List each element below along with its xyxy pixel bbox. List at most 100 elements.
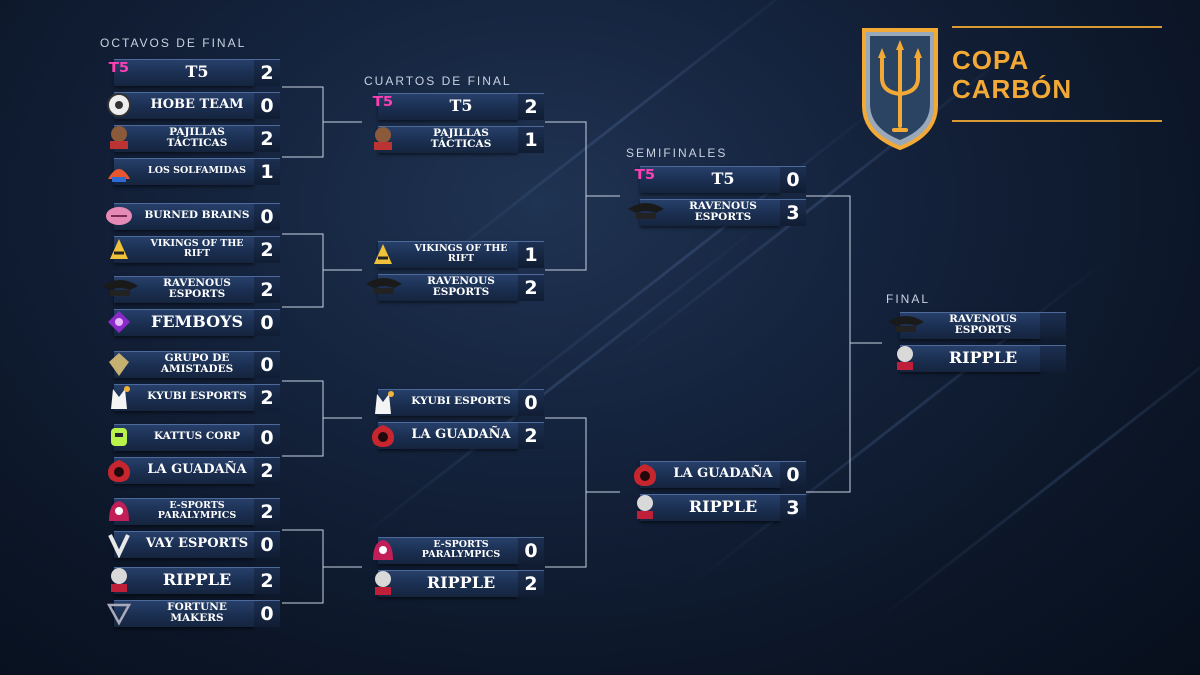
cuartos-match-4: E-SPORTS PARALYMPICS 0 RIPPLE 2 (364, 535, 544, 601)
team-score: 2 (254, 276, 280, 303)
team-row[interactable]: LA GUADAÑA 0 (626, 459, 806, 489)
team-row[interactable]: RAVENOUS ESPORTS 2 (364, 272, 544, 302)
team-name: PAJILLAS TÁCTICAS (430, 126, 492, 150)
t5-logo-icon: ᵀ⁵ (108, 58, 130, 86)
team-score: 2 (518, 422, 544, 449)
team-score: 0 (254, 424, 280, 451)
fortune-makers-logo-icon (100, 598, 138, 628)
team-name: HOBE TEAM (150, 97, 244, 113)
vay-logo-icon (100, 529, 138, 559)
octavos-match-1: ᵀ⁵ T5 2 HOBE TEAM 0 PAJILLAS TÁCTICAS 2 … (100, 57, 280, 189)
team-row[interactable]: KYUBI ESPORTS 0 (364, 387, 544, 417)
team-row[interactable]: ᵀ⁵ T5 2 (364, 91, 544, 121)
team-row[interactable]: RAVENOUS ESPORTS (886, 310, 1066, 340)
team-score: 2 (254, 384, 280, 411)
team-row[interactable]: FEMBOYS 0 (100, 307, 280, 337)
team-score: 0 (780, 166, 806, 193)
team-score: 3 (780, 199, 806, 226)
la-guadana-logo-icon (100, 455, 138, 485)
ripple-logo-icon (364, 568, 402, 598)
team-name: KYUBI ESPORTS (147, 390, 247, 403)
team-row[interactable]: HOBE TEAM 0 (100, 90, 280, 120)
trident-crest-icon (862, 28, 938, 151)
kyubi-logo-icon (364, 387, 402, 417)
octavos-match-3: GRUPO DE AMISTADES 0 KYUBI ESPORTS 2 KAT… (100, 349, 280, 488)
team-row[interactable]: E-SPORTS PARALYMPICS 0 (364, 535, 544, 565)
team-row[interactable]: FORTUNE MAKERS 0 (100, 598, 280, 628)
team-name: LA GUADAÑA (411, 427, 511, 443)
team-score: 3 (780, 494, 806, 521)
team-row[interactable]: RIPPLE 3 (626, 492, 806, 522)
team-score: 2 (254, 457, 280, 484)
team-row[interactable]: LA GUADAÑA 2 (100, 455, 280, 485)
octavos-match-4: E-SPORTS PARALYMPICS 2 VAY ESPORTS 0 RIP… (100, 496, 280, 631)
team-score: 0 (254, 203, 280, 230)
team-score: 2 (518, 274, 544, 301)
team-name: LOS SOLFAMIDAS (148, 165, 246, 177)
brand-divider-bottom (952, 120, 1162, 122)
team-name: LA GUADAÑA (147, 462, 247, 478)
team-row[interactable]: RAVENOUS ESPORTS 3 (626, 197, 806, 227)
brand-divider-top (952, 26, 1162, 28)
team-row[interactable]: PAJILLAS TÁCTICAS 1 (364, 124, 544, 154)
team-row[interactable]: PAJILLAS TÁCTICAS 2 (100, 123, 280, 153)
team-score (1040, 345, 1066, 372)
team-score: 2 (254, 498, 280, 525)
team-name: RAVENOUS ESPORTS (427, 274, 495, 298)
team-score: 2 (518, 93, 544, 120)
team-score: 0 (780, 461, 806, 488)
team-score: 0 (254, 351, 280, 378)
femboys-logo-icon (100, 307, 138, 337)
team-name: BURNED BRAINS (144, 209, 250, 222)
team-row[interactable]: VAY ESPORTS 0 (100, 529, 280, 559)
ravenous-logo-icon (100, 274, 138, 304)
t5-logo-icon: ᵀ⁵ (372, 92, 394, 120)
ripple-logo-icon (886, 343, 924, 373)
team-score: 2 (254, 236, 280, 263)
team-row[interactable]: RIPPLE (886, 343, 1066, 373)
ravenous-logo-icon (626, 197, 664, 227)
team-name: RIPPLE (162, 569, 232, 589)
team-name: RAVENOUS ESPORTS (949, 312, 1017, 336)
round-label-cuartos: CUARTOS DE FINAL (364, 74, 512, 88)
title-line-2: CARBÓN (952, 74, 1073, 104)
team-row[interactable]: LA GUADAÑA 2 (364, 420, 544, 450)
team-score: 0 (254, 600, 280, 627)
team-row[interactable]: RIPPLE 2 (364, 568, 544, 598)
team-score: 0 (254, 309, 280, 336)
team-row[interactable]: BURNED BRAINS 0 (100, 201, 280, 231)
cuartos-match-3: KYUBI ESPORTS 0 LA GUADAÑA 2 (364, 387, 544, 453)
team-name: PAJILLAS TÁCTICAS (166, 125, 228, 149)
vikings-logo-icon (364, 239, 402, 269)
team-row[interactable]: E-SPORTS PARALYMPICS 2 (100, 496, 280, 526)
pajillas-logo-icon (364, 124, 402, 154)
team-name: GRUPO DE AMISTADES (160, 351, 234, 375)
team-score: 0 (254, 531, 280, 558)
team-name: E-SPORTS PARALYMPICS (421, 539, 501, 560)
octavos-match-2: BURNED BRAINS 0 VIKINGS OF THE RIFT 2 RA… (100, 201, 280, 340)
team-row[interactable]: LOS SOLFAMIDAS 1 (100, 156, 280, 186)
team-score: 0 (254, 92, 280, 119)
team-row[interactable]: ᵀ⁵ T5 0 (626, 164, 806, 194)
t5-logo-icon: ᵀ⁵ (634, 165, 656, 193)
paralympics-logo-icon (364, 535, 402, 565)
team-row[interactable]: ᵀ⁵ T5 2 (100, 57, 280, 87)
team-name: RIPPLE (948, 347, 1018, 367)
team-row[interactable]: RIPPLE 2 (100, 565, 280, 595)
team-name: KATTUS CORP (153, 430, 241, 443)
team-row[interactable]: VIKINGS OF THE RIFT 1 (364, 239, 544, 269)
team-name: T5 (185, 61, 209, 81)
paralympics-logo-icon (100, 496, 138, 526)
round-label-final: FINAL (886, 292, 931, 306)
team-score (1040, 312, 1066, 339)
pajillas-logo-icon (100, 123, 138, 153)
team-row[interactable]: KATTUS CORP 0 (100, 422, 280, 452)
team-row[interactable]: KYUBI ESPORTS 2 (100, 382, 280, 412)
team-row[interactable]: GRUPO DE AMISTADES 0 (100, 349, 280, 379)
grupo-amistades-logo-icon (100, 349, 138, 379)
team-row[interactable]: VIKINGS OF THE RIFT 2 (100, 234, 280, 264)
vikings-logo-icon (100, 234, 138, 264)
team-row[interactable]: RAVENOUS ESPORTS 2 (100, 274, 280, 304)
team-name: RIPPLE (688, 496, 758, 516)
